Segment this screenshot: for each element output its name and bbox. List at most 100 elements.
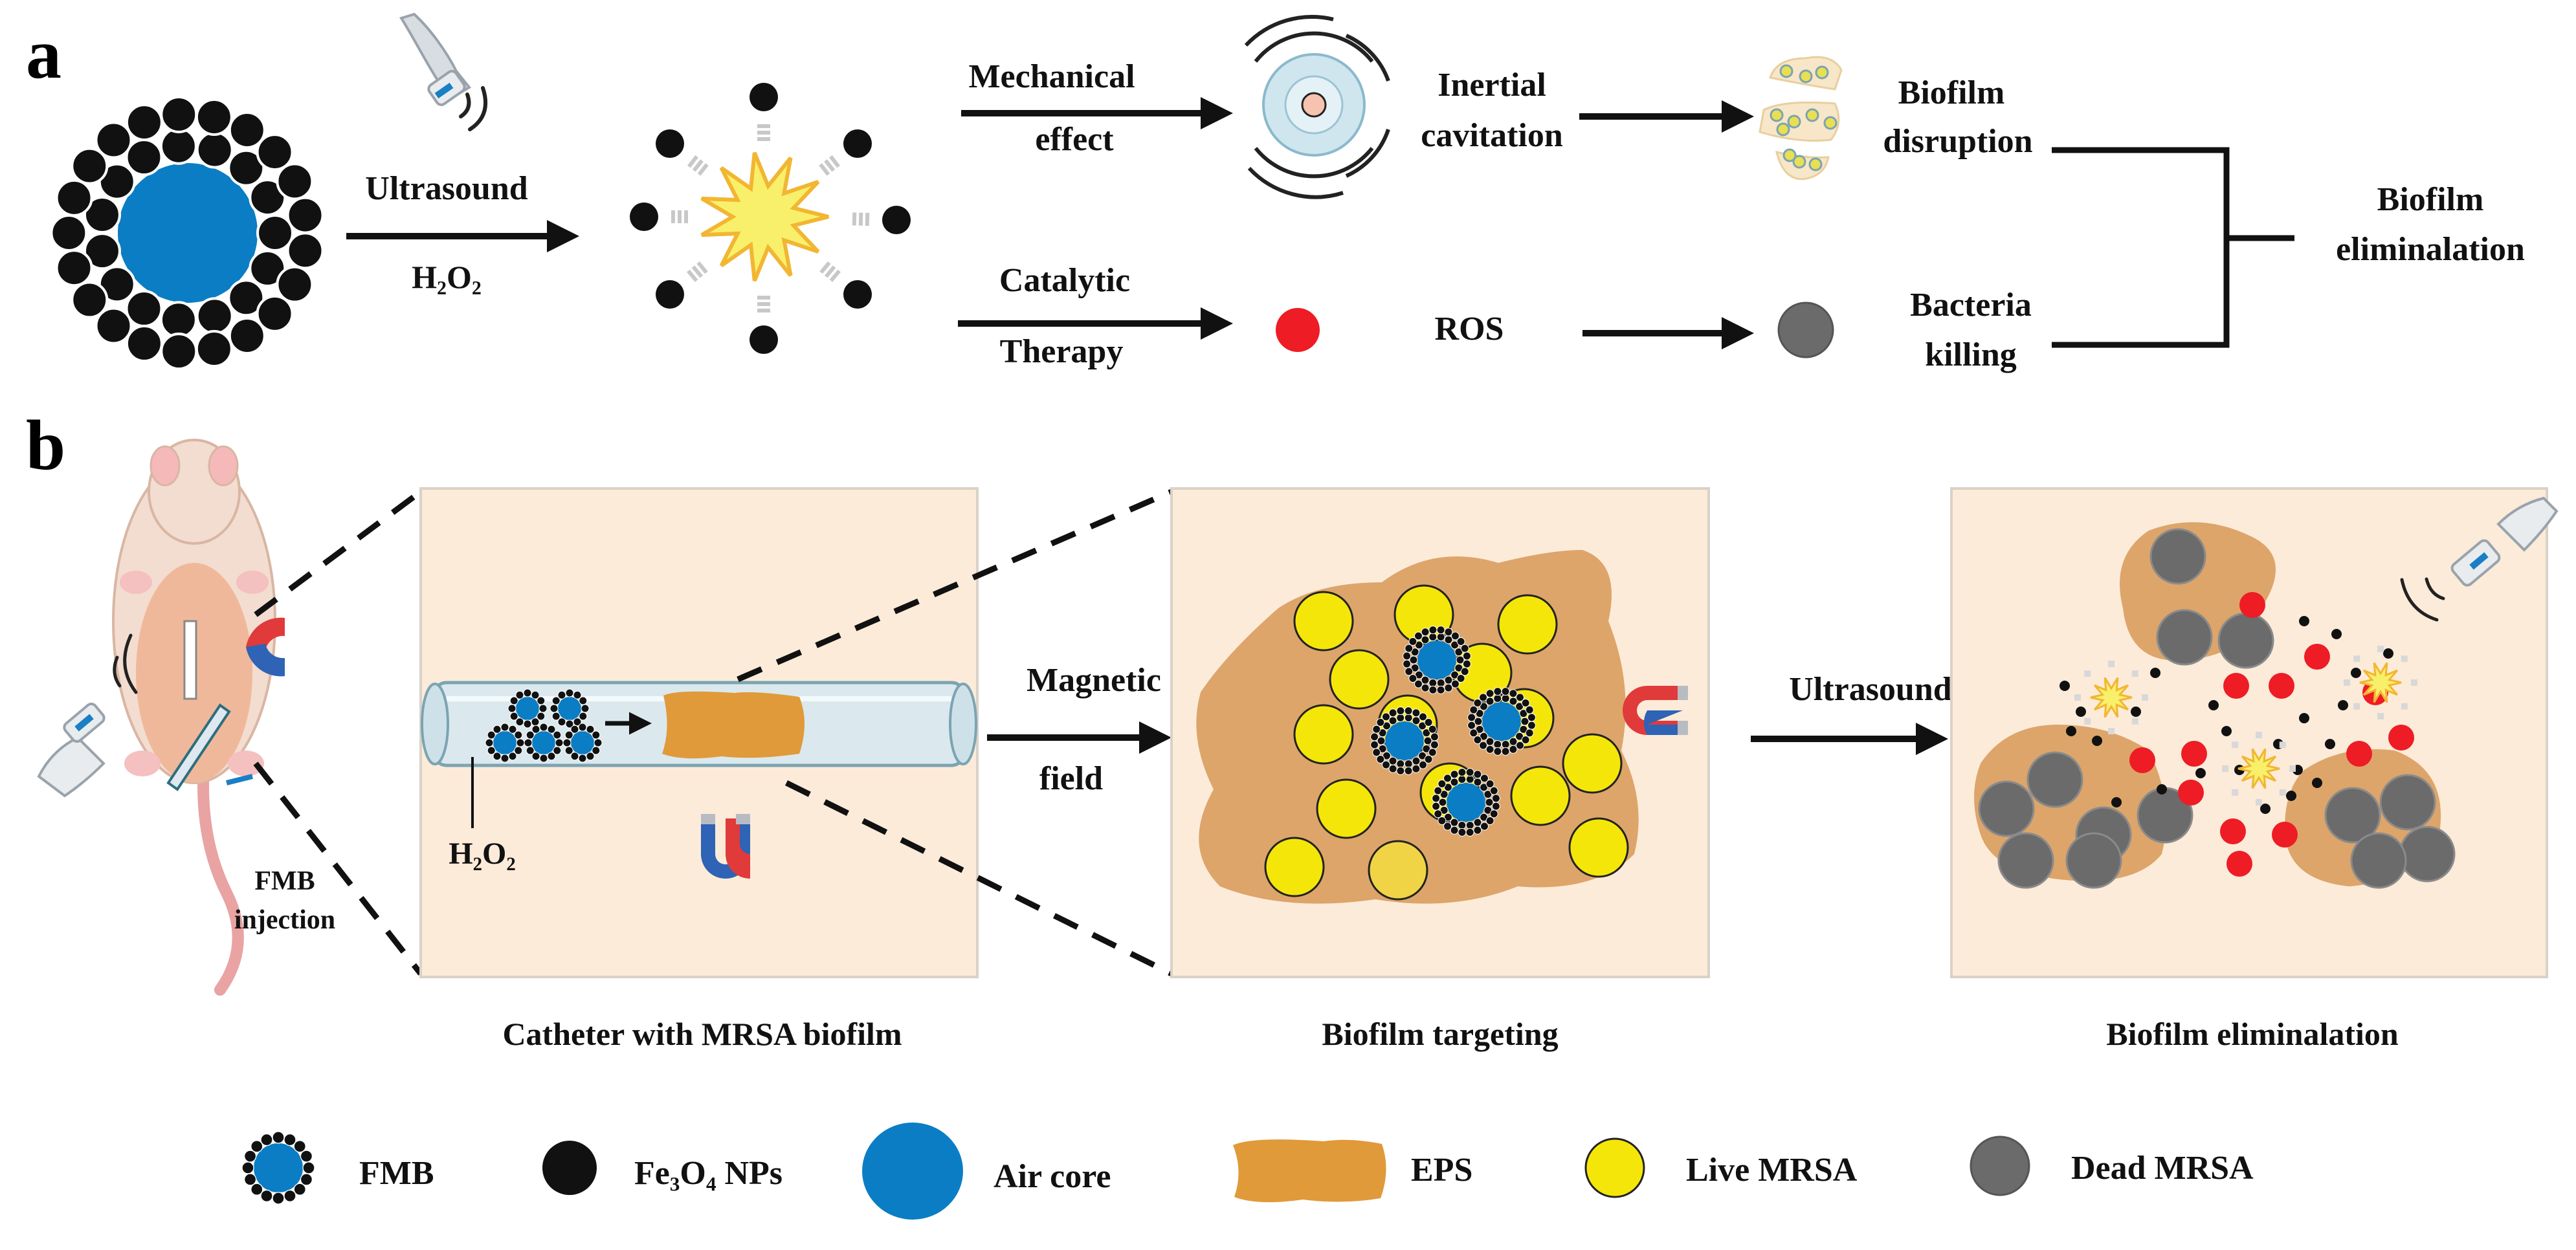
fe3o4-nanoparticle bbox=[1409, 655, 1418, 664]
motion-trail bbox=[2074, 694, 2081, 701]
fe3o4-nanoparticle bbox=[1460, 667, 1469, 676]
fe3o4-nanoparticle bbox=[1467, 713, 1476, 722]
motion-trail bbox=[691, 265, 704, 278]
fe3o4-nanoparticle bbox=[485, 738, 494, 747]
fe3o4-nanoparticle bbox=[1396, 714, 1405, 723]
fmb-injection-label-1: FMB bbox=[254, 866, 315, 896]
caption-targeting: Biofilm targeting bbox=[1322, 1016, 1558, 1052]
motion-trail bbox=[2256, 799, 2262, 806]
fe3o4-nanoparticle bbox=[1519, 709, 1528, 718]
fe3o4-nanoparticle bbox=[1438, 780, 1447, 789]
motion-trail bbox=[2084, 670, 2091, 677]
fmb-injection-label-2: injection bbox=[234, 905, 335, 935]
fe3o4-nanoparticle bbox=[551, 712, 561, 721]
fe3o4-nanoparticle bbox=[71, 281, 109, 319]
ros-particle bbox=[2304, 644, 2330, 670]
air-core bbox=[571, 731, 594, 754]
ultrasound-b-label: Ultrasound bbox=[1789, 671, 1951, 708]
fe3o4-nanoparticle bbox=[2060, 681, 2070, 691]
fe3o4-nanoparticle bbox=[1421, 628, 1430, 637]
fe3o4-nanoparticle bbox=[565, 688, 574, 697]
fe3o4-nanoparticle bbox=[539, 704, 548, 713]
fe3o4-nanoparticle bbox=[2383, 648, 2393, 659]
fe3o4-nanoparticle bbox=[2157, 784, 2167, 795]
dead-mrsa-cell bbox=[2379, 774, 2436, 831]
fe3o4-nanoparticle bbox=[592, 730, 601, 740]
fe3o4-nanoparticle bbox=[228, 111, 266, 149]
fe3o4-nanoparticle bbox=[94, 307, 133, 345]
legend-air-core-label: Air core bbox=[994, 1158, 1111, 1195]
fe3o4-nanoparticle bbox=[1405, 644, 1414, 653]
fe3o4-nanoparticle bbox=[1454, 648, 1463, 657]
fe3o4-nanoparticle bbox=[227, 279, 265, 317]
fe3o4-nanoparticle bbox=[537, 696, 546, 705]
fe3o4-nanoparticle bbox=[1370, 740, 1379, 749]
fe3o4-nanoparticle bbox=[1509, 737, 1518, 746]
fe3o4-nanoparticle bbox=[1527, 721, 1536, 730]
cavitation-bursts bbox=[2074, 646, 2417, 806]
fe3o4-nanoparticle bbox=[487, 730, 496, 740]
motion-trail bbox=[2411, 679, 2417, 686]
burst-explosion-icon bbox=[630, 83, 911, 354]
fe3o4-nanoparticle bbox=[2150, 668, 2160, 678]
fe3o4-nanoparticle bbox=[1430, 732, 1439, 741]
fe3o4-nanoparticle bbox=[523, 719, 532, 729]
fe3o4-nanoparticle bbox=[1521, 735, 1530, 744]
fe3o4-nanoparticle bbox=[1378, 744, 1387, 753]
biofilm-elimination-label-2: eliminalation bbox=[2336, 231, 2525, 268]
fe3o4-nanoparticle bbox=[578, 754, 587, 763]
fe3o4-nanoparticle bbox=[1462, 652, 1471, 661]
fe3o4-nanoparticle bbox=[1412, 756, 1421, 765]
bacterium-fragment bbox=[1805, 108, 1819, 122]
fe3o4-nanoparticle bbox=[1444, 628, 1453, 637]
fe3o4-nanoparticle bbox=[1525, 729, 1534, 738]
fe3o4-nanoparticle bbox=[2331, 629, 2342, 639]
fe3o4-nanoparticle bbox=[562, 738, 572, 747]
motion-trail bbox=[692, 159, 704, 172]
fe3o4-nanoparticle bbox=[570, 725, 579, 734]
fmb-cluster-targeting bbox=[1370, 626, 1536, 837]
air-core bbox=[532, 731, 555, 754]
legend-fmb-label: FMB bbox=[359, 1155, 434, 1192]
fe3o4-nanoparticle bbox=[547, 725, 556, 734]
legend-fe3o4-icon bbox=[542, 1141, 597, 1195]
fe3o4-nanoparticle bbox=[656, 280, 684, 309]
motion-trail bbox=[757, 131, 770, 135]
motion-trail bbox=[2084, 718, 2091, 725]
biofilm-elimination-label-1: Biofilm bbox=[2377, 181, 2484, 218]
dead-mrsa-cell bbox=[2026, 751, 2083, 808]
fe3o4-nanoparticle bbox=[1462, 659, 1471, 668]
catalytic-label-1: Catalytic bbox=[999, 262, 1130, 299]
fe3o4-nanoparticle bbox=[1418, 760, 1427, 769]
fe3o4-nanoparticle bbox=[586, 725, 595, 734]
fe3o4-nanoparticle bbox=[565, 719, 574, 729]
fe3o4-nanoparticle bbox=[507, 704, 516, 713]
bacterium-fragment bbox=[1808, 157, 1823, 171]
fe3o4-nanoparticle bbox=[1485, 737, 1494, 746]
burst-star bbox=[700, 151, 829, 282]
fe3o4-nanoparticle bbox=[579, 696, 588, 705]
magnetic-label-1: Magnetic bbox=[1027, 662, 1161, 699]
fe3o4-nanoparticle bbox=[1465, 820, 1474, 829]
fe3o4-nanoparticle bbox=[1450, 631, 1460, 641]
cavitation-burst bbox=[2090, 677, 2133, 718]
dead-mrsa-cell bbox=[2156, 609, 2213, 666]
fe3o4-nanoparticle bbox=[1485, 689, 1494, 698]
ultrasound-probe-icon bbox=[399, 12, 487, 131]
motion-trail bbox=[2108, 661, 2115, 667]
fe3o4-nanoparticle bbox=[1430, 740, 1439, 749]
fe3o4-nanoparticle bbox=[250, 1140, 263, 1153]
bacterium-fragment bbox=[1782, 148, 1797, 162]
fe3o4-nanoparticle bbox=[1458, 775, 1467, 784]
fe3o4-nanoparticle bbox=[1436, 678, 1445, 687]
ros-particle bbox=[2269, 673, 2294, 699]
fe3o4-nanoparticle bbox=[1456, 637, 1465, 646]
fe3o4-nanoparticle bbox=[302, 1161, 315, 1174]
fe3o4-nanoparticle bbox=[581, 704, 590, 713]
fe3o4-nanoparticle bbox=[1475, 709, 1484, 718]
air-core bbox=[1417, 641, 1456, 679]
dead-mrsa-cell bbox=[1978, 780, 2035, 837]
bacterium-fragment bbox=[1787, 115, 1801, 129]
legend-dead-mrsa-label: Dead MRSA bbox=[2071, 1150, 2254, 1187]
motion-trail bbox=[684, 210, 688, 223]
